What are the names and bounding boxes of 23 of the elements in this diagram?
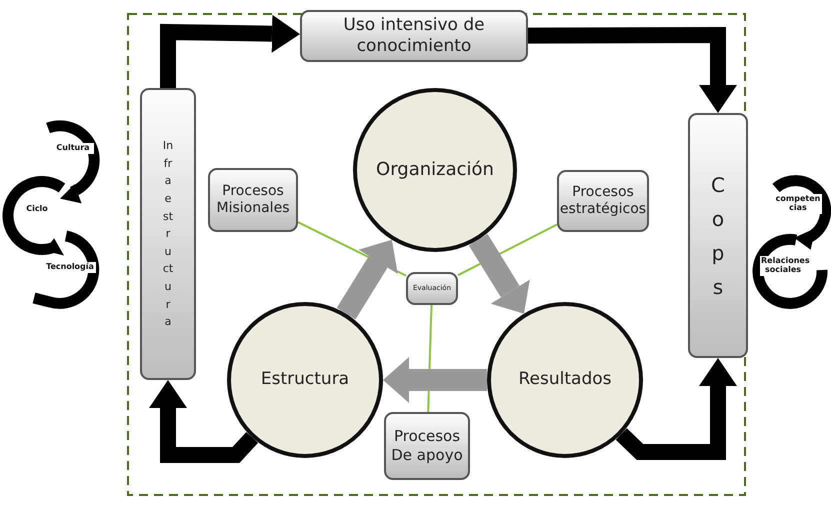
process-box xyxy=(140,88,196,380)
process-box xyxy=(688,113,748,358)
node-label: Cops xyxy=(710,172,726,300)
node-label: Procesos estratégicos xyxy=(559,184,647,218)
node-label: Procesos De apoyo xyxy=(390,427,464,465)
cycle-label: Tecnología xyxy=(44,262,96,273)
node-label: Infraestructura xyxy=(162,138,174,330)
process-box xyxy=(384,412,470,480)
block-arrow xyxy=(336,240,398,320)
node-label: Uso intensivo de conocimiento xyxy=(342,14,486,58)
node-label: Organización xyxy=(376,158,494,182)
cycle-label: competen cias xyxy=(774,194,822,214)
process-box xyxy=(406,272,458,305)
block-arrow xyxy=(616,358,737,460)
process-box xyxy=(300,10,528,62)
node-label: Estructura xyxy=(260,369,350,391)
process-box xyxy=(557,170,649,232)
node-label: Procesos Misionales xyxy=(216,182,290,218)
block-arrow xyxy=(528,26,737,113)
process-box xyxy=(208,168,298,232)
block-arrow xyxy=(149,380,258,463)
node-label: Resultados xyxy=(518,369,612,391)
block-arrow xyxy=(383,357,487,403)
